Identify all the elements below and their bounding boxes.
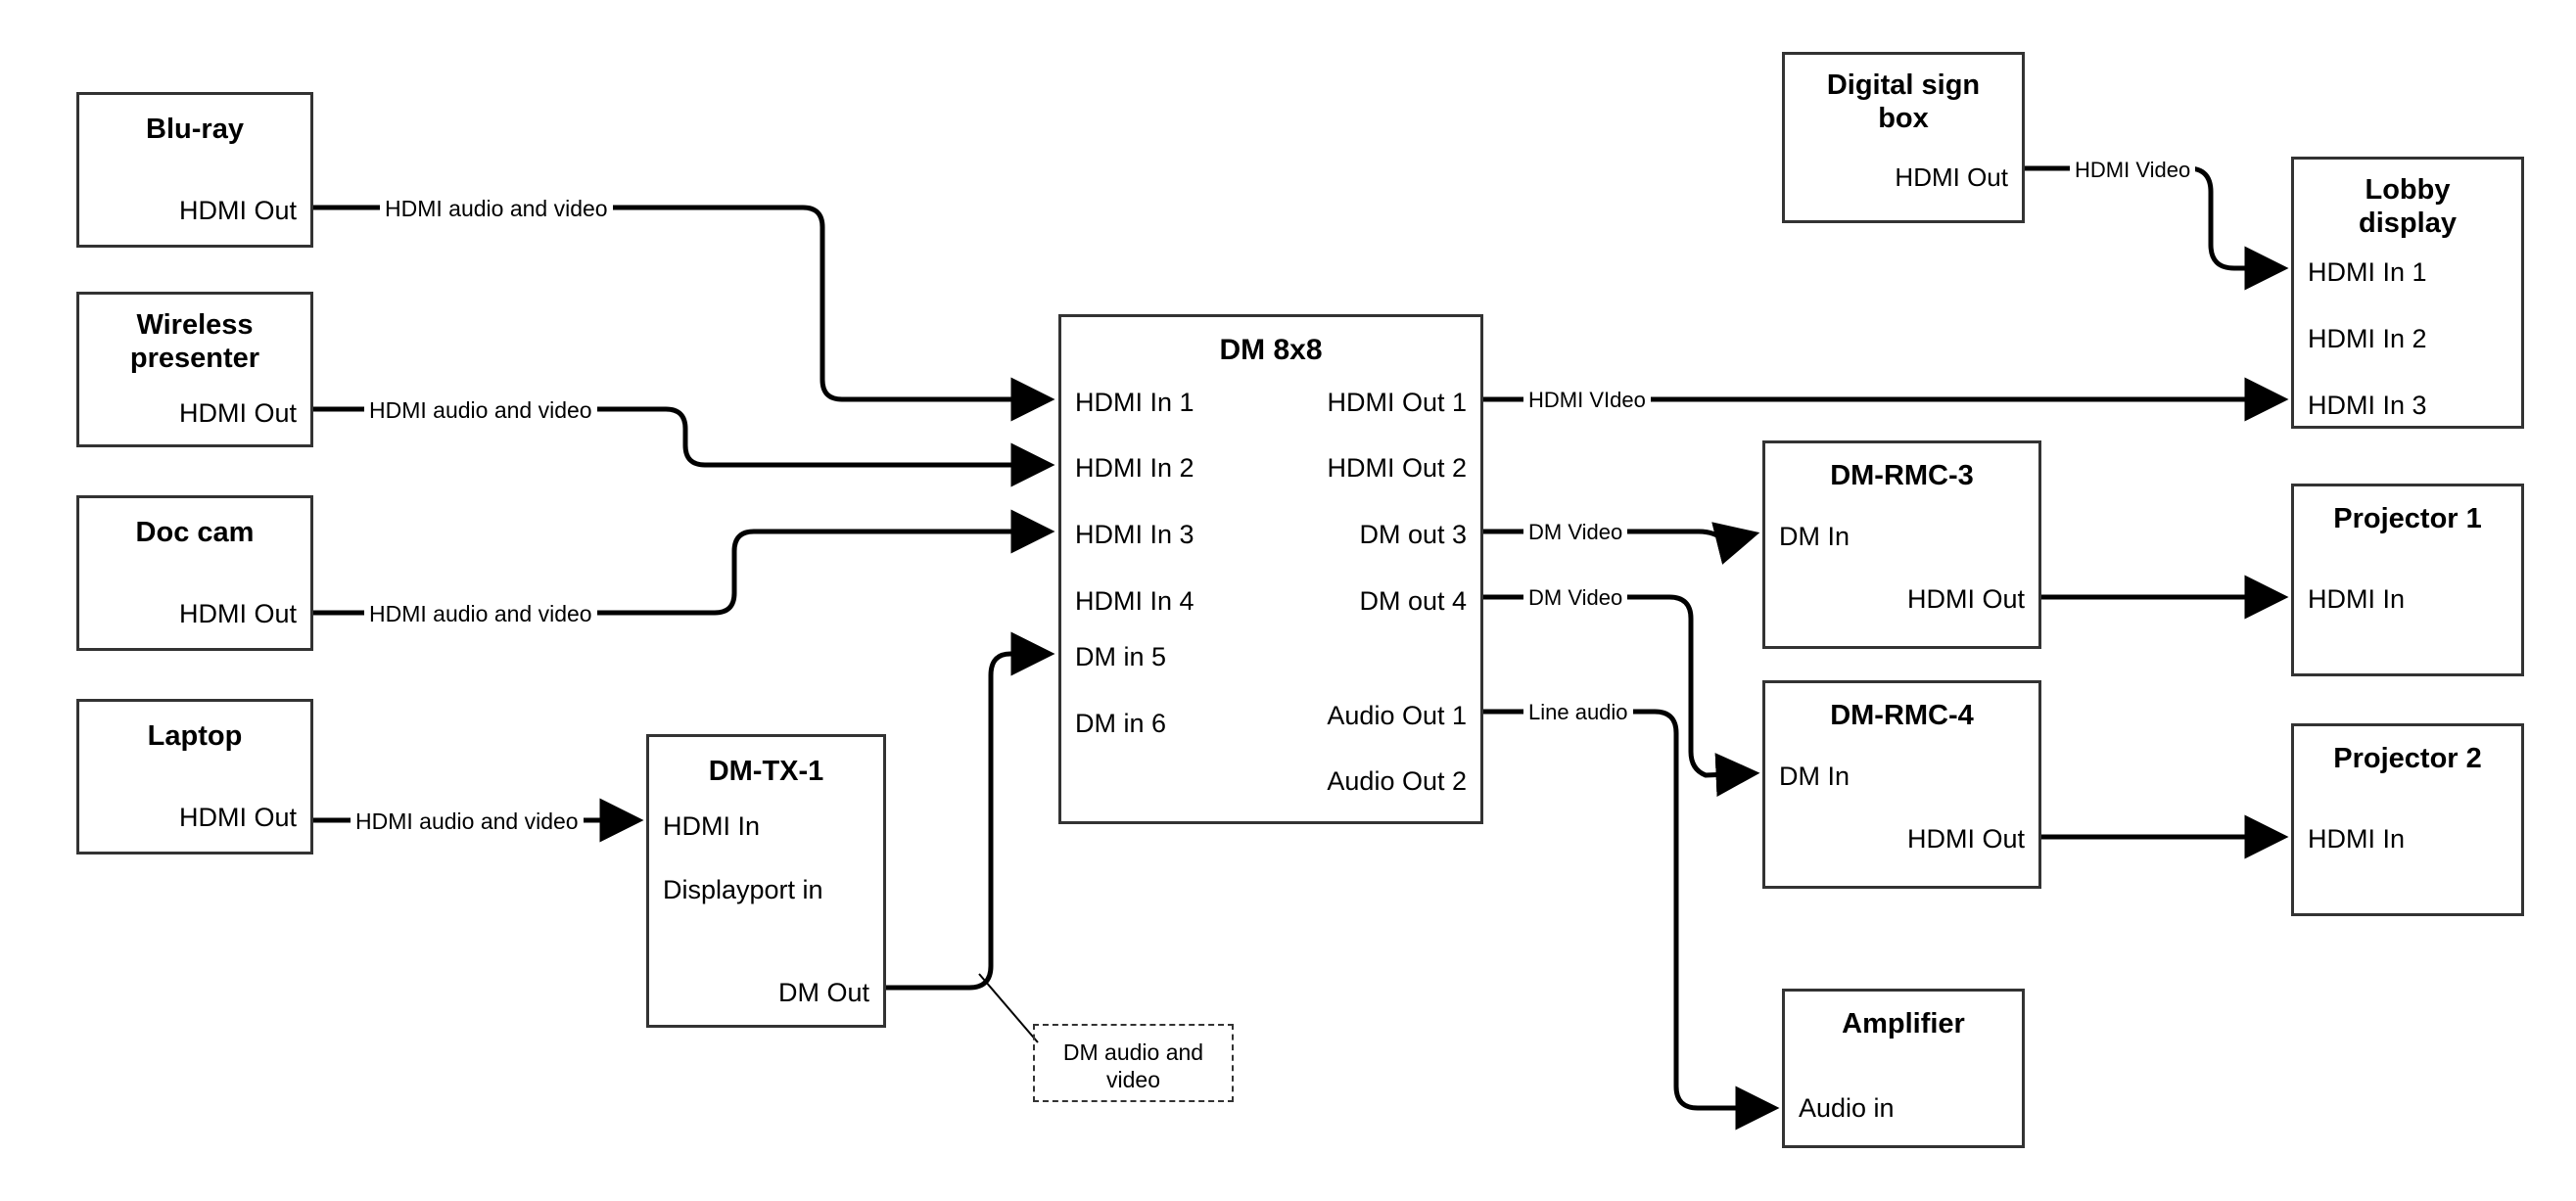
port-dm8x8-dm-in-5[interactable]: DM in 5	[1075, 642, 1167, 671]
node-laptop-title: Laptop	[147, 720, 243, 752]
port-dm8x8-audio-out-2[interactable]: Audio Out 2	[1327, 766, 1467, 796]
callout-dm-audio-video-text: DM audio and video	[1062, 1039, 1204, 1092]
callout-dm-audio-video: DM audio and video	[1033, 1024, 1234, 1102]
wire-label-audio-out1: Line audio	[1523, 702, 1633, 723]
node-laptop[interactable]: Laptop HDMI Out	[76, 699, 313, 855]
node-dm-8x8-title: DM 8x8	[1219, 334, 1323, 366]
node-dm-rmc-3[interactable]: DM-RMC-3 DM In HDMI Out	[1762, 440, 2041, 649]
port-dm8x8-audio-out-1[interactable]: Audio Out 1	[1327, 701, 1467, 730]
node-wireless-presenter-title: Wireless presenter	[129, 309, 260, 375]
node-doc-cam-title: Doc cam	[135, 517, 255, 548]
wire-label-sign-to-lobby: HDMI Video	[2070, 160, 2196, 181]
wire-label-wireless: HDMI audio and video	[364, 399, 597, 422]
wire-label-dm-out1: HDMI VIdeo	[1523, 390, 1651, 411]
node-dm-rmc-4-title: DM-RMC-4	[1830, 700, 1974, 731]
port-dm8x8-dm-in-6[interactable]: DM in 6	[1075, 709, 1167, 738]
node-dm-tx-1-title: DM-TX-1	[708, 756, 824, 787]
node-digital-sign-box-title: Digital sign box	[1826, 69, 1981, 135]
wire-dm8x8-audio1-to-amp	[1483, 709, 1780, 1131]
node-projector-2-title: Projector 2	[2333, 743, 2482, 774]
node-digital-sign-box[interactable]: Digital sign box HDMI Out	[1782, 52, 2025, 223]
node-projector-2[interactable]: Projector 2 HDMI In	[2291, 723, 2524, 916]
port-projector2-hdmi-in[interactable]: HDMI In	[2308, 824, 2406, 854]
wire-label-doccam: HDMI audio and video	[364, 603, 597, 625]
port-lobby-hdmi-in-1[interactable]: HDMI In 1	[2308, 257, 2427, 287]
wire-bluray-to-dm8x8	[313, 205, 1055, 422]
wire-label-dm-out4: DM Video	[1523, 587, 1628, 609]
node-projector-1[interactable]: Projector 1 HDMI In	[2291, 484, 2524, 676]
port-bluray-hdmi-out[interactable]: HDMI Out	[178, 196, 297, 225]
port-dm8x8-hdmi-in-3[interactable]: HDMI In 3	[1075, 520, 1194, 549]
port-dm8x8-hdmi-in-2[interactable]: HDMI In 2	[1075, 453, 1194, 483]
node-dm-tx-1[interactable]: DM-TX-1 HDMI In Displayport in DM Out	[646, 734, 886, 1028]
node-bluray[interactable]: Blu-ray HDMI Out	[76, 92, 313, 248]
port-dm8x8-hdmi-in-4[interactable]: HDMI In 4	[1075, 586, 1194, 616]
port-laptop-hdmi-out[interactable]: HDMI Out	[178, 803, 297, 832]
port-projector1-hdmi-in[interactable]: HDMI In	[2308, 584, 2406, 614]
node-lobby-display[interactable]: Lobby display HDMI In 1 HDMI In 2 HDMI I…	[2291, 157, 2524, 429]
callout-leader-line	[978, 973, 1039, 1043]
node-dm-8x8[interactable]: DM 8x8 HDMI In 1 HDMI In 2 HDMI In 3 HDM…	[1058, 314, 1483, 824]
node-bluray-title: Blu-ray	[146, 114, 244, 145]
node-amplifier[interactable]: Amplifier Audio in	[1782, 989, 2025, 1148]
node-amplifier-title: Amplifier	[1842, 1008, 1965, 1039]
port-dmtx1-dm-out[interactable]: DM Out	[777, 978, 869, 1007]
port-amplifier-audio-in[interactable]: Audio in	[1799, 1093, 1895, 1123]
port-wireless-hdmi-out[interactable]: HDMI Out	[178, 398, 297, 428]
port-rmc4-dm-in[interactable]: DM In	[1779, 762, 1850, 791]
port-doccam-hdmi-out[interactable]: HDMI Out	[178, 599, 297, 628]
wire-label-bluray: HDMI audio and video	[380, 198, 613, 220]
port-dmtx1-hdmi-in[interactable]: HDMI In	[663, 811, 761, 841]
port-lobby-hdmi-in-2[interactable]: HDMI In 2	[2308, 324, 2427, 353]
port-dm8x8-dm-out-4[interactable]: DM out 4	[1359, 586, 1467, 616]
port-rmc3-dm-in[interactable]: DM In	[1779, 522, 1850, 551]
port-rmc3-hdmi-out[interactable]: HDMI Out	[1906, 584, 2025, 614]
port-dm8x8-hdmi-out-1[interactable]: HDMI Out 1	[1327, 388, 1467, 417]
node-doc-cam[interactable]: Doc cam HDMI Out	[76, 495, 313, 651]
wire-dm8x8-out4-to-rmc4	[1483, 594, 1760, 798]
node-dm-rmc-3-title: DM-RMC-3	[1830, 460, 1974, 491]
port-dm8x8-dm-out-3[interactable]: DM out 3	[1359, 520, 1467, 549]
port-dm8x8-hdmi-in-1[interactable]: HDMI In 1	[1075, 388, 1194, 417]
wire-label-laptop: HDMI audio and video	[351, 810, 584, 833]
wire-dmtx1-to-dm8x8	[886, 631, 1055, 991]
node-lobby-display-title: Lobby display	[2359, 174, 2457, 240]
wire-label-dm-out3: DM Video	[1523, 522, 1628, 543]
node-wireless-presenter[interactable]: Wireless presenter HDMI Out	[76, 292, 313, 447]
port-digitalsign-hdmi-out[interactable]: HDMI Out	[1895, 162, 2008, 192]
port-dm8x8-hdmi-out-2[interactable]: HDMI Out 2	[1327, 453, 1467, 483]
node-dm-rmc-4[interactable]: DM-RMC-4 DM In HDMI Out	[1762, 680, 2041, 889]
port-dmtx1-displayport-in[interactable]: Displayport in	[663, 875, 823, 904]
port-rmc4-hdmi-out[interactable]: HDMI Out	[1906, 824, 2025, 854]
node-projector-1-title: Projector 1	[2333, 503, 2482, 534]
port-lobby-hdmi-in-3[interactable]: HDMI In 3	[2308, 391, 2427, 420]
